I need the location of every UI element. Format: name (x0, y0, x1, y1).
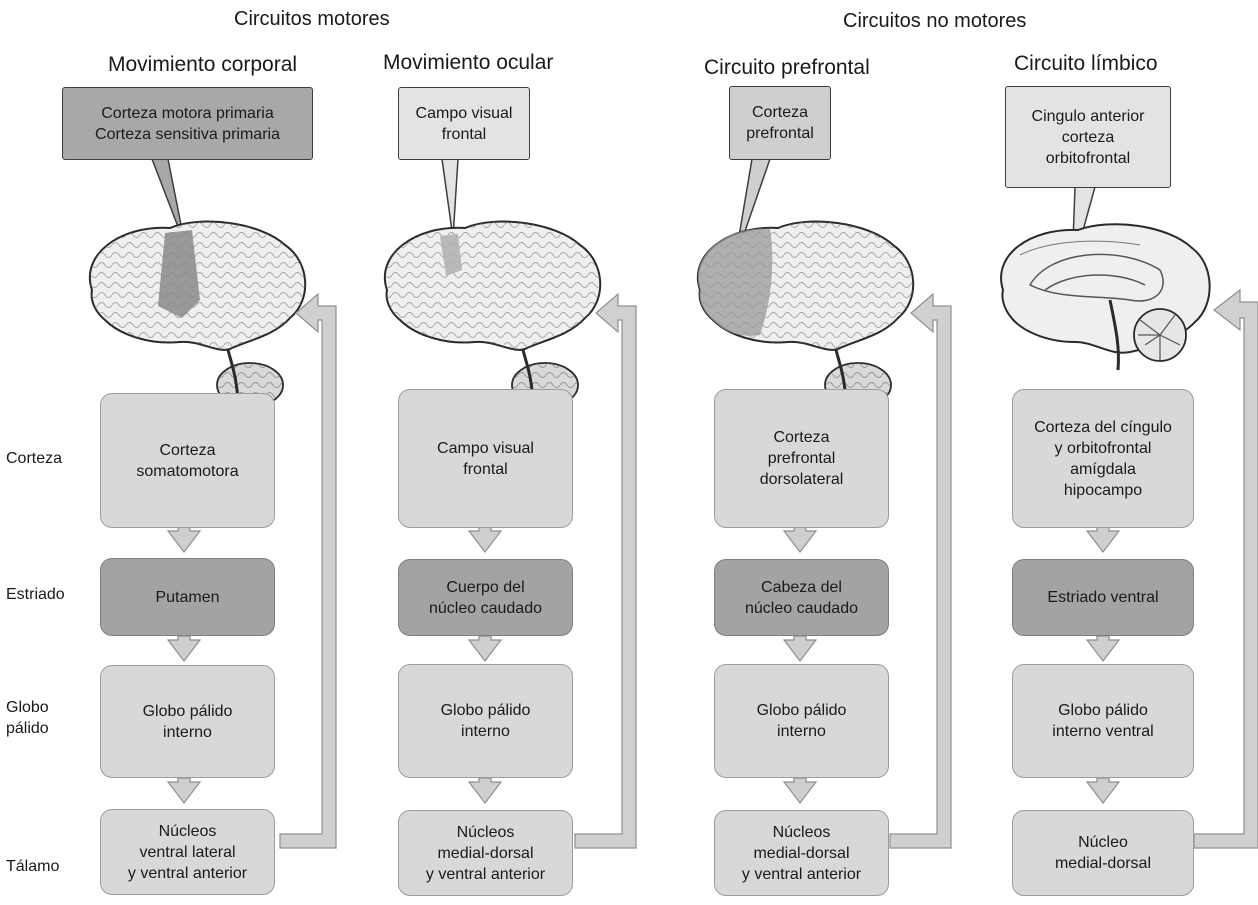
callout-body-movement: Corteza motora primaria Corteza sensitiv… (62, 87, 313, 160)
pallidum-box-prefrontal: Globo pálido interno (714, 664, 889, 778)
brain-illustration-prefrontal (697, 220, 915, 408)
non-motor-circuits-title: Circuitos no motores (843, 10, 1027, 32)
callout-eye-movement: Campo visual frontal (398, 87, 530, 160)
thalamus-box-body-movement: Núcleos ventral lateral y ventral anteri… (100, 809, 275, 895)
pallidum-box-eye-movement: Globo pálido interno (398, 664, 573, 778)
brain-illustration-eye-movement (384, 220, 602, 408)
striatum-box-prefrontal: Cabeza del núcleo caudado (714, 559, 889, 636)
row-label-pallidum: Globo pálido (6, 699, 49, 737)
pallidum-box-body-movement: Globo pálido interno (100, 665, 275, 778)
thalamus-box-eye-movement: Núcleos medial-dorsal y ventral anterior (398, 810, 573, 896)
motor-circuits-title: Circuitos motores (234, 8, 390, 30)
cortex-box-limbic: Corteza del cíngulo y orbitofrontal amíg… (1012, 389, 1194, 528)
circuit-title-eye-movement: Movimiento ocular (383, 51, 554, 74)
callout-tail-2 (441, 158, 459, 239)
circuit-title-body-movement: Movimiento corporal (108, 53, 298, 76)
flow-arrows (166, 526, 1121, 804)
row-label-thalamus: Tálamo (6, 858, 60, 875)
cortex-box-eye-movement: Campo visual frontal (398, 389, 573, 528)
brain-illustration-limbic (1000, 223, 1211, 371)
cortex-box-prefrontal: Corteza prefrontal dorsolateral (714, 389, 889, 528)
cortex-box-body-movement: Corteza somatomotora (100, 393, 275, 528)
striatum-box-limbic: Estriado ventral (1012, 559, 1194, 636)
thalamus-box-limbic: Núcleo medial-dorsal (1012, 810, 1194, 896)
circuit-title-prefrontal: Circuito prefrontal (704, 56, 870, 79)
striatum-box-eye-movement: Cuerpo del núcleo caudado (398, 559, 573, 636)
pallidum-box-limbic: Globo pálido interno ventral (1012, 664, 1194, 778)
row-label-cortex: Corteza (6, 450, 63, 467)
brain-illustration-body-movement (89, 220, 307, 408)
callout-limbic: Cingulo anterior corteza orbitofrontal (1005, 86, 1171, 188)
circuit-title-limbic: Circuito límbico (1014, 52, 1158, 75)
feedback-loops (279, 288, 1258, 849)
thalamus-box-prefrontal: Núcleos medial-dorsal y ventral anterior (714, 810, 889, 896)
callout-prefrontal: Corteza prefrontal (729, 86, 831, 160)
row-label-striatum: Estriado (6, 586, 65, 603)
striatum-box-body-movement: Putamen (100, 558, 275, 636)
